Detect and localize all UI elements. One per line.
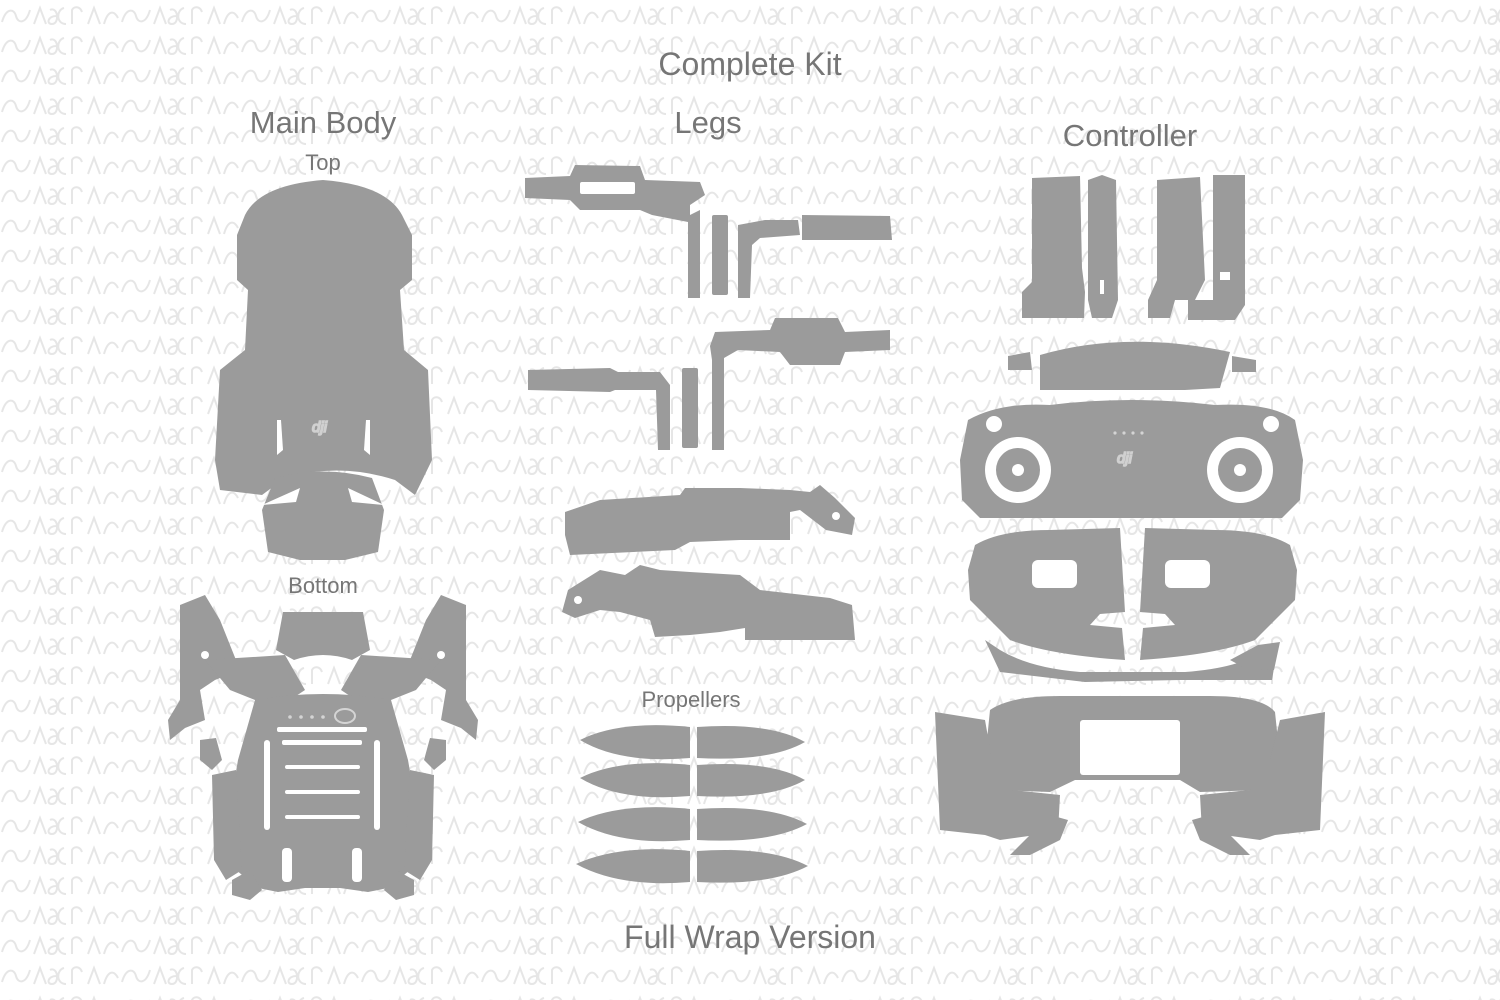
page-title: Complete Kit bbox=[658, 46, 842, 82]
section-label-legs: Legs bbox=[674, 105, 742, 140]
subsection-label-bottom: Bottom bbox=[288, 573, 358, 598]
legs-skins bbox=[525, 165, 892, 450]
dji-logo-top: dji bbox=[312, 419, 328, 436]
propeller-skins bbox=[576, 725, 808, 884]
section-label-main-body: Main Body bbox=[249, 105, 397, 140]
section-label-propellers: Propellers bbox=[641, 687, 741, 712]
section-label-controller: Controller bbox=[1062, 118, 1198, 153]
legs-curved-strips bbox=[562, 485, 855, 640]
main-body-bottom-skin bbox=[168, 595, 478, 900]
main-body-top-skin: dji bbox=[215, 180, 432, 560]
dji-logo-controller: dji bbox=[1117, 450, 1133, 467]
subsection-label-top: Top bbox=[305, 150, 341, 175]
controller-skins: dji bbox=[935, 175, 1325, 855]
footer-title: Full Wrap Version bbox=[624, 919, 876, 955]
